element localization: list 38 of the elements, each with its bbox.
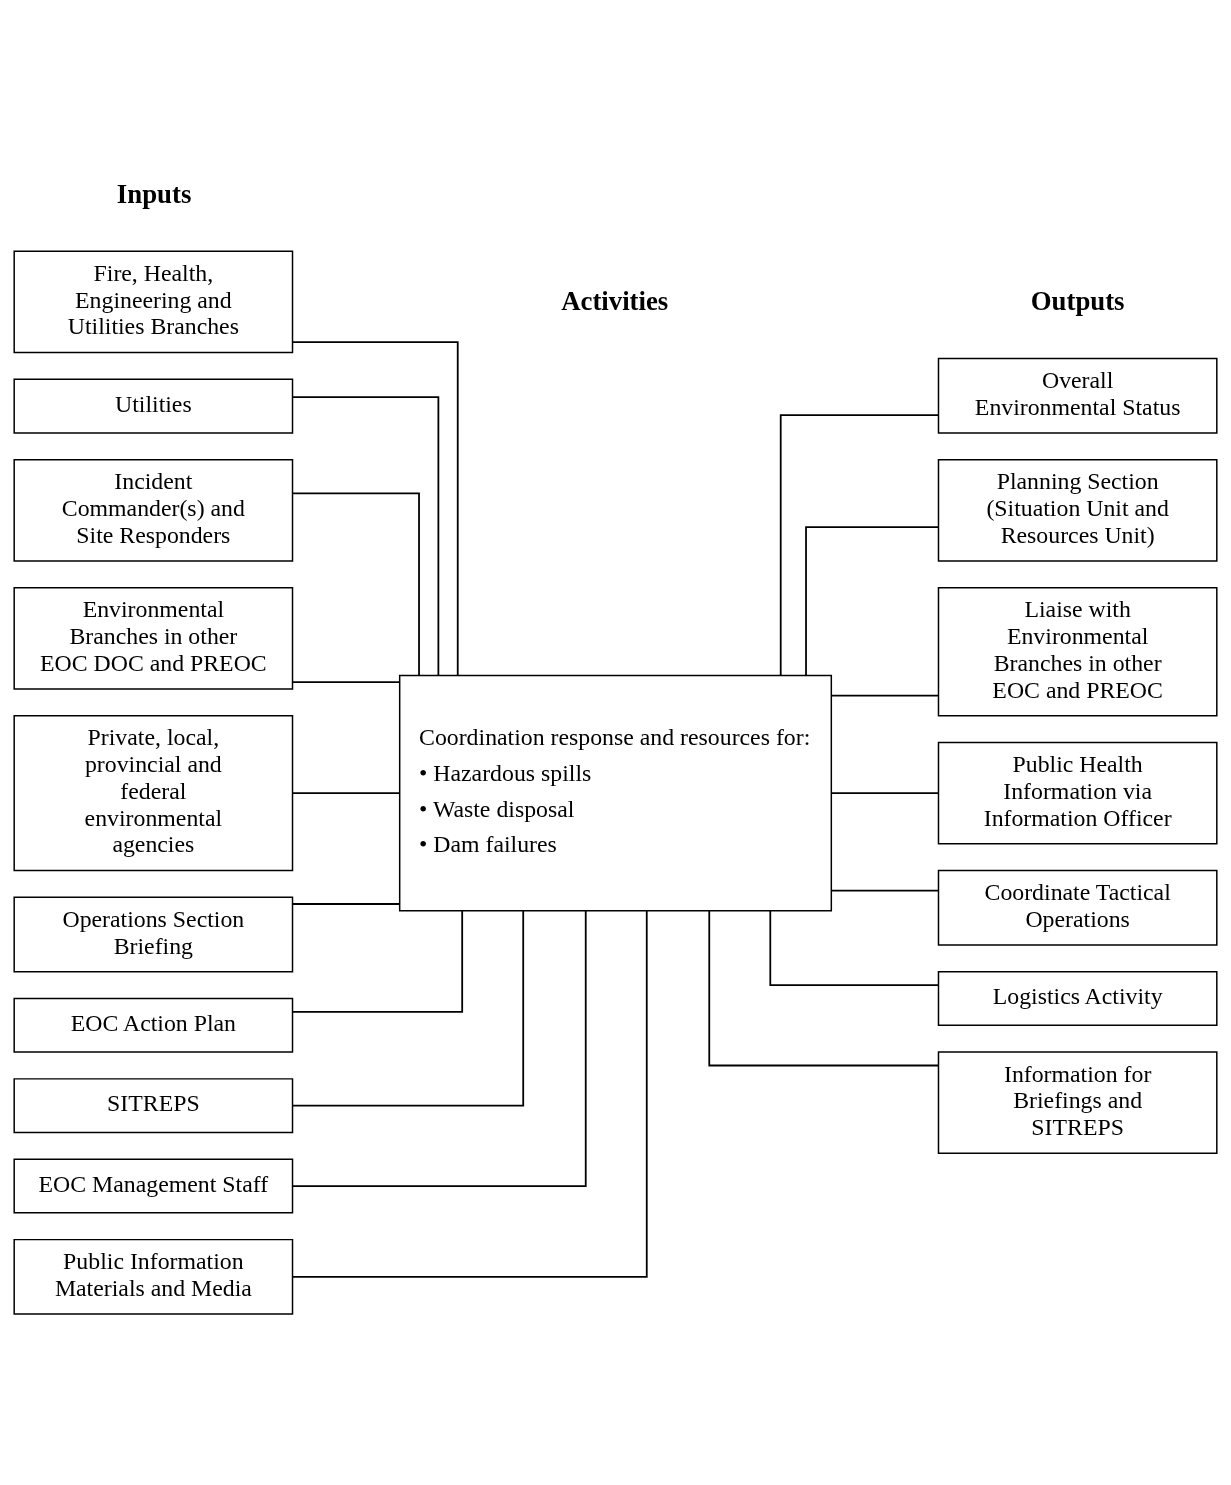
node-box: Environmental Branches in other EOC DOC and PREOC <box>13 586 294 690</box>
node-box: Coordinate Tactical Operations <box>937 869 1218 946</box>
connector <box>769 910 940 986</box>
node-box: Private, local, provincial and federal environmental agencies <box>13 714 294 872</box>
connector <box>291 492 420 676</box>
connector <box>708 910 940 1067</box>
connector <box>291 792 401 794</box>
connector <box>291 909 648 1278</box>
node-box: SITREPS <box>13 1078 294 1134</box>
node-box: Information for Briefings and SITREPS <box>937 1051 1218 1155</box>
connector <box>291 909 525 1107</box>
label: Inputs <box>116 178 192 209</box>
connector <box>830 792 940 794</box>
node-box: Liaise with Environmental Branches in other EOC and PREOC <box>937 586 1218 717</box>
node-box: EOC Action Plan <box>13 997 294 1053</box>
connector <box>291 341 459 677</box>
label: Outputs <box>1030 285 1125 316</box>
connector <box>291 396 440 677</box>
connector <box>830 694 940 697</box>
node-box: Fire, Health, Engineering and Utilities Branches <box>13 250 294 354</box>
label: Activities <box>561 285 669 316</box>
connector <box>805 526 940 677</box>
node-box: Public Information Materials and Media <box>13 1238 294 1315</box>
connector <box>291 681 401 684</box>
node-box: EOC Management Staff <box>13 1158 294 1214</box>
node-box: Public Health Information via Information Officer <box>937 741 1218 845</box>
connector <box>779 414 940 676</box>
node-box: Coordination response and resources for: • Hazardous spills • Waste disposal • Dam failures <box>398 674 833 912</box>
node-box: Operations Section Briefing <box>13 896 294 973</box>
node-box: Incident Commander(s) and Site Responders <box>13 458 294 562</box>
node-box: Utilities <box>13 378 294 434</box>
connector <box>291 903 401 905</box>
node-box: Planning Section (Situation Unit and Resources Unit) <box>937 458 1218 562</box>
node-box: Logistics Activity <box>937 970 1218 1027</box>
connector <box>291 909 464 1013</box>
connector <box>830 889 940 892</box>
node-box: Overall Environmental Status <box>937 357 1218 434</box>
connector <box>291 910 587 1187</box>
